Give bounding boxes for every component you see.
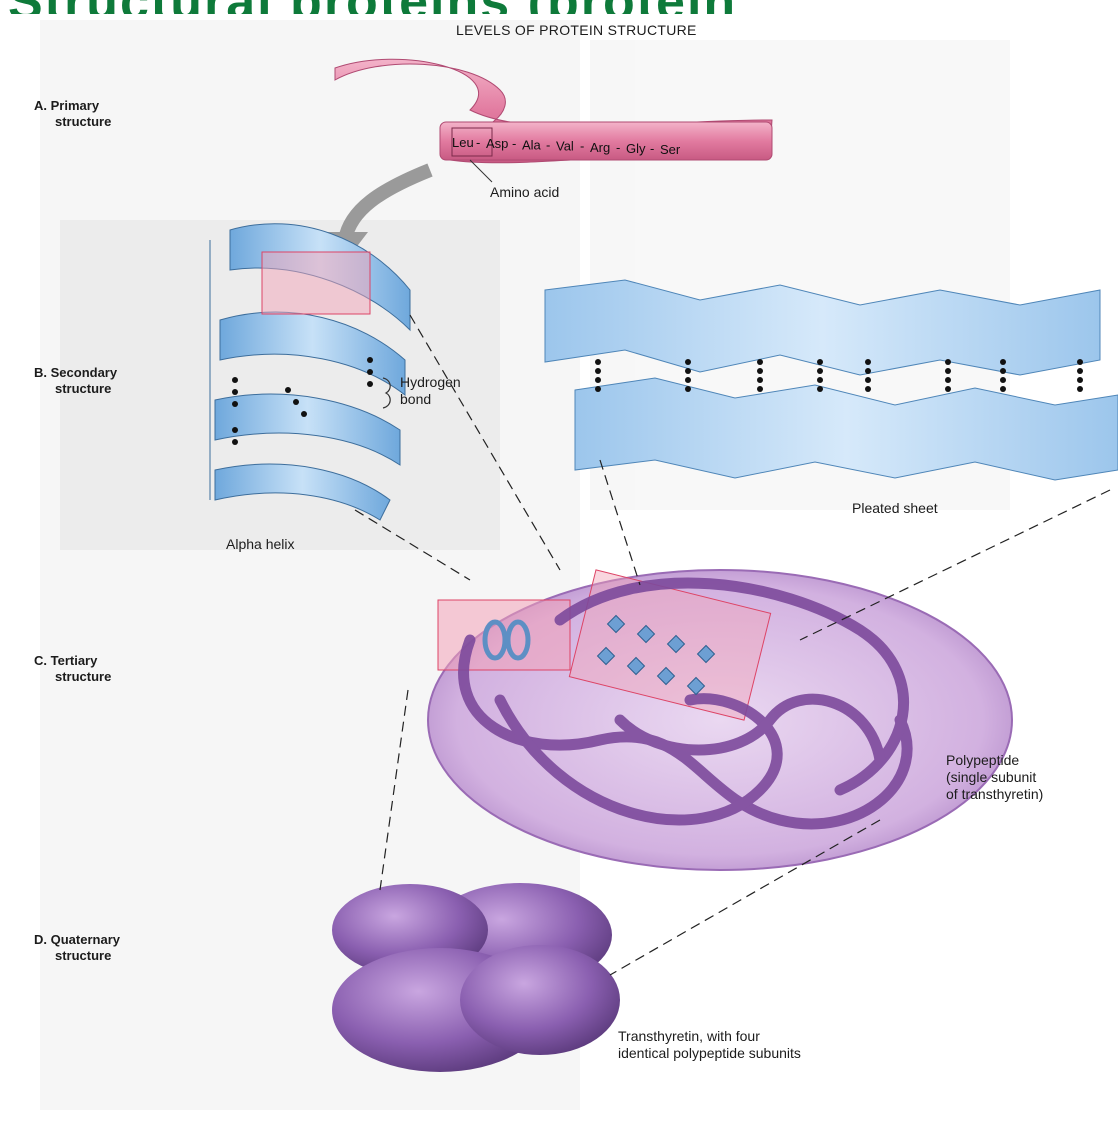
amino-acid-arg: Arg: [590, 140, 610, 155]
section-primary-label: A. Primary structure: [34, 98, 111, 129]
hydrogen-bond-dot: [595, 368, 601, 374]
hydrogen-bond-dot: [1000, 368, 1006, 374]
alpha-helix-label: Alpha helix: [226, 536, 295, 553]
transthyretin-label: Transthyretin, with four identical polyp…: [618, 1028, 801, 1062]
hydrogen-bond-dot: [685, 377, 691, 383]
hydrogen-bond-label: Hydrogen bond: [400, 374, 461, 408]
peptide-bond-dash: -: [650, 141, 654, 156]
hydrogen-bond-dot: [865, 377, 871, 383]
peptide-bond-dash: -: [580, 139, 584, 154]
hydrogen-bond-dot: [685, 386, 691, 392]
hydrogen-bond-dot: [945, 368, 951, 374]
hydrogen-bond-dot: [1000, 386, 1006, 392]
amino-acid-label: Amino acid: [490, 184, 559, 201]
section-tertiary-label: C. Tertiary structure: [34, 653, 111, 684]
quaternary-structure: [332, 883, 620, 1072]
peptide-bond-dash: -: [546, 137, 550, 152]
hydrogen-bond-dot: [865, 386, 871, 392]
hydrogen-bond-dot: [1077, 368, 1083, 374]
peptide-bond-dash: -: [512, 136, 516, 151]
hydrogen-bond-dot: [757, 386, 763, 392]
peptide-bond-dash: -: [616, 140, 620, 155]
hydrogen-bond-dot: [1000, 377, 1006, 383]
hydrogen-bond-dot: [865, 368, 871, 374]
peptide-bond-dash: -: [476, 135, 480, 150]
hydrogen-bond-dot: [945, 359, 951, 365]
amino-acid-ala: Ala: [522, 137, 542, 152]
hydrogen-bond-dot: [595, 386, 601, 392]
hydrogen-bond-dot: [595, 359, 601, 365]
amino-acid-leu: Leu: [452, 135, 474, 150]
hydrogen-bond-dot: [817, 377, 823, 383]
hydrogen-bond-dot: [1077, 359, 1083, 365]
hydrogen-bond-dot: [757, 377, 763, 383]
hydrogen-bond-dot: [685, 368, 691, 374]
amino-acid-asp: Asp: [486, 136, 508, 151]
section-quaternary-label: D. Quaternary structure: [34, 932, 120, 963]
hydrogen-bond-dot: [817, 368, 823, 374]
pleated-sheet-label: Pleated sheet: [852, 500, 938, 517]
hydrogen-bond-dot: [757, 359, 763, 365]
section-secondary-label: B. Secondary structure: [34, 365, 117, 396]
polypeptide-label: Polypeptide (single subunit of transthyr…: [946, 752, 1043, 802]
hydrogen-bond-dot: [865, 359, 871, 365]
hydrogen-bond-dot: [945, 377, 951, 383]
diagram-title: LEVELS OF PROTEIN STRUCTURE: [456, 22, 697, 39]
hydrogen-bond-dot: [757, 368, 763, 374]
tertiary-structure: [428, 570, 1012, 870]
hydrogen-bond-dot: [817, 386, 823, 392]
hydrogen-bond-dot: [685, 359, 691, 365]
amino-acid-gly: Gly: [626, 141, 646, 156]
hydrogen-bond-dot: [945, 386, 951, 392]
hydrogen-bond-dot: [1000, 359, 1006, 365]
amino-acid-ser: Ser: [660, 142, 681, 157]
hydrogen-bond-dot: [1077, 377, 1083, 383]
hydrogen-bond-dot: [595, 377, 601, 383]
hydrogen-bond-dot: [817, 359, 823, 365]
hydrogen-bond-dot: [1077, 386, 1083, 392]
amino-acid-val: Val: [556, 139, 574, 154]
